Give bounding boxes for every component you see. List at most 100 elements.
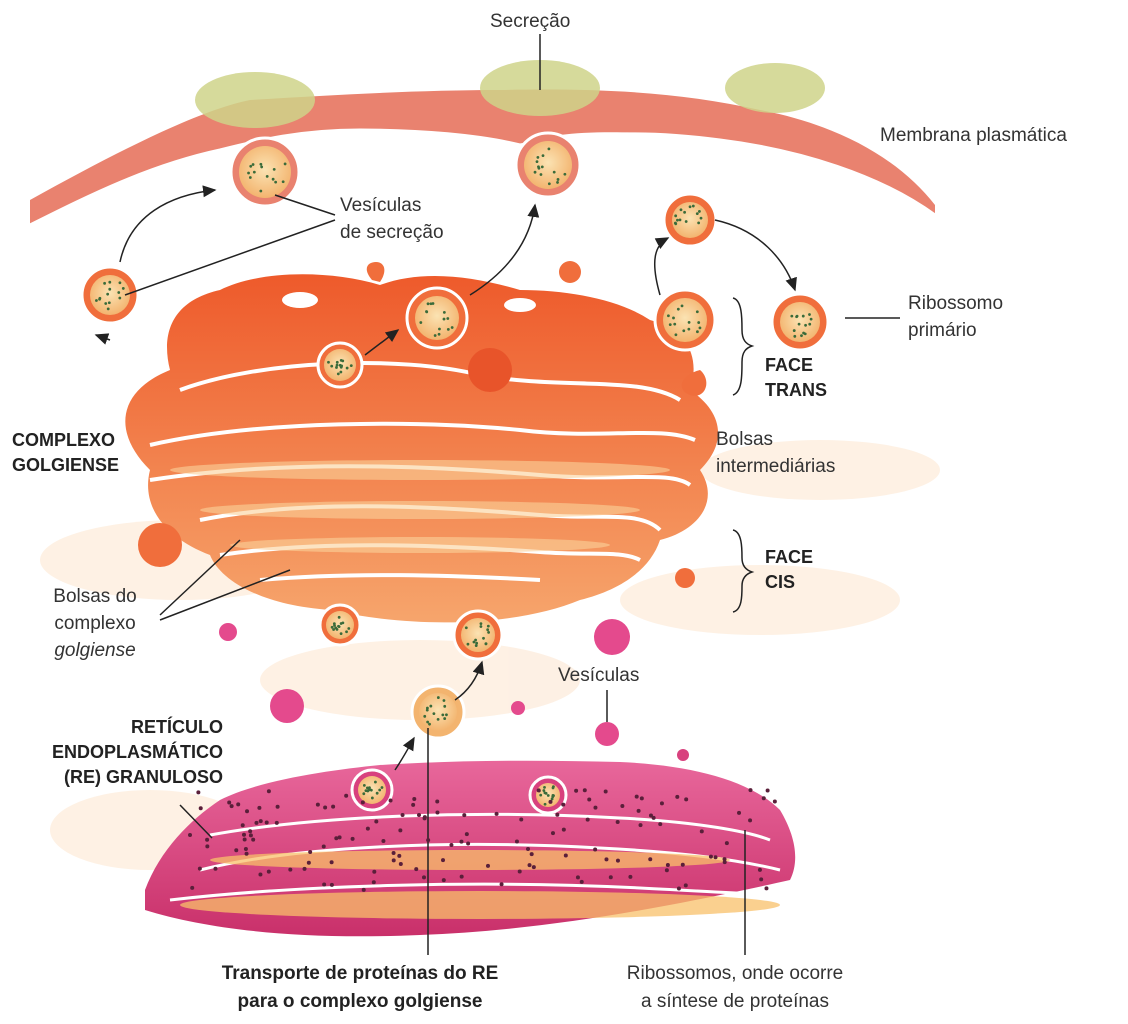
ribosome-dot: [245, 809, 249, 813]
ribosome-dot: [361, 800, 365, 804]
ribosome-dot: [639, 823, 643, 827]
granule: [438, 333, 441, 336]
ribosome-dot: [213, 867, 217, 871]
granule: [682, 329, 685, 332]
granule: [683, 211, 686, 214]
ribosome-dot: [519, 818, 523, 822]
ribosome-dot: [526, 847, 530, 851]
granule: [790, 315, 793, 318]
granule: [681, 305, 684, 308]
ribosome-dot: [288, 868, 292, 872]
granule: [689, 205, 692, 208]
ribosome-dot: [196, 790, 200, 794]
granule: [333, 622, 336, 625]
granule: [122, 287, 125, 290]
granule: [697, 321, 700, 324]
granule: [330, 365, 333, 368]
granule: [441, 714, 444, 717]
granule: [675, 333, 678, 336]
granule: [696, 330, 699, 333]
ribosome-dot: [758, 868, 762, 872]
ribosome-dot: [259, 819, 263, 823]
granule: [553, 171, 556, 174]
granule: [336, 628, 339, 631]
ribosome-dot: [417, 813, 421, 817]
granule: [363, 784, 366, 787]
ribosome-dot: [609, 875, 613, 879]
granule: [700, 217, 703, 220]
ribosome-dot: [616, 859, 620, 863]
ribosome-dot: [254, 821, 258, 825]
ribosome-dot: [532, 865, 536, 869]
granule: [793, 329, 796, 332]
granule: [247, 172, 250, 175]
granule: [282, 180, 285, 183]
label-complexo-golgiense-line2: GOLGIENSE: [12, 453, 119, 478]
label-reticulo-line3: (RE) GRANULOSO: [52, 765, 223, 790]
granule: [698, 210, 701, 213]
granule: [543, 786, 546, 789]
label-face-cis: FACE CIS: [765, 545, 813, 595]
granule: [368, 786, 371, 789]
ribosome-dot: [593, 806, 597, 810]
granule: [673, 323, 676, 326]
ribosome-dot: [366, 827, 370, 831]
ribosome-dot: [665, 868, 669, 872]
ribosome-dot: [465, 832, 469, 836]
ribosome-dot: [257, 806, 261, 810]
granule: [367, 789, 370, 792]
ribosome-dot: [389, 798, 393, 802]
label-vesiculas-secrecao: Vesículas de secreção: [340, 192, 444, 246]
ribosome-dot: [330, 860, 334, 864]
granule: [697, 222, 700, 225]
ribosome-dot: [422, 875, 426, 879]
ribosome-dot: [275, 821, 279, 825]
granule: [443, 318, 446, 321]
ribosome-dot: [486, 864, 490, 868]
granule: [808, 323, 811, 326]
granule: [437, 696, 440, 699]
granule: [539, 794, 542, 797]
ribosome-dot: [574, 789, 578, 793]
label-membrana-plasmatica-text: Membrana plasmática: [880, 122, 1067, 149]
ribosome-dot: [515, 840, 519, 844]
granule: [106, 293, 109, 296]
granule: [543, 791, 546, 794]
granule: [117, 291, 120, 294]
ribosome-dot: [308, 850, 312, 854]
granule: [556, 181, 559, 184]
ribosome-dot: [700, 829, 704, 833]
granule: [253, 171, 256, 174]
ribosome-dot: [372, 880, 376, 884]
granule: [487, 631, 490, 634]
granule: [680, 208, 683, 211]
ribosome-dot: [561, 803, 565, 807]
granule: [542, 154, 545, 157]
ribosome-dot: [640, 796, 644, 800]
granule: [429, 705, 432, 708]
granule: [793, 335, 796, 338]
ribosome-dot: [652, 816, 656, 820]
ribosome-dot: [466, 842, 470, 846]
ribosome-dot: [199, 806, 203, 810]
ribosome-dot: [766, 789, 770, 793]
ribosome-dot: [462, 813, 466, 817]
granule: [345, 630, 348, 633]
granule: [374, 781, 377, 784]
ribosome-dot: [628, 875, 632, 879]
label-ribossomo-primario-line1: Ribossomo: [908, 290, 1003, 317]
granule: [443, 311, 446, 314]
label-reticulo-line1: RETÍCULO: [52, 715, 223, 740]
ribosome-dot: [709, 855, 713, 859]
granule: [485, 642, 488, 645]
granule: [425, 310, 428, 313]
ribosome-dot: [399, 862, 403, 866]
label-ribossomos-line2: a síntese de proteínas: [575, 988, 895, 1016]
granule: [451, 326, 454, 329]
ribosome-dot: [205, 838, 209, 842]
granule: [426, 721, 429, 724]
ribosome-dot: [748, 818, 752, 822]
granule: [370, 789, 373, 792]
label-ribossomos-line1: Ribossomos, onde ocorre: [575, 960, 895, 988]
ribosome-dot: [449, 843, 453, 847]
